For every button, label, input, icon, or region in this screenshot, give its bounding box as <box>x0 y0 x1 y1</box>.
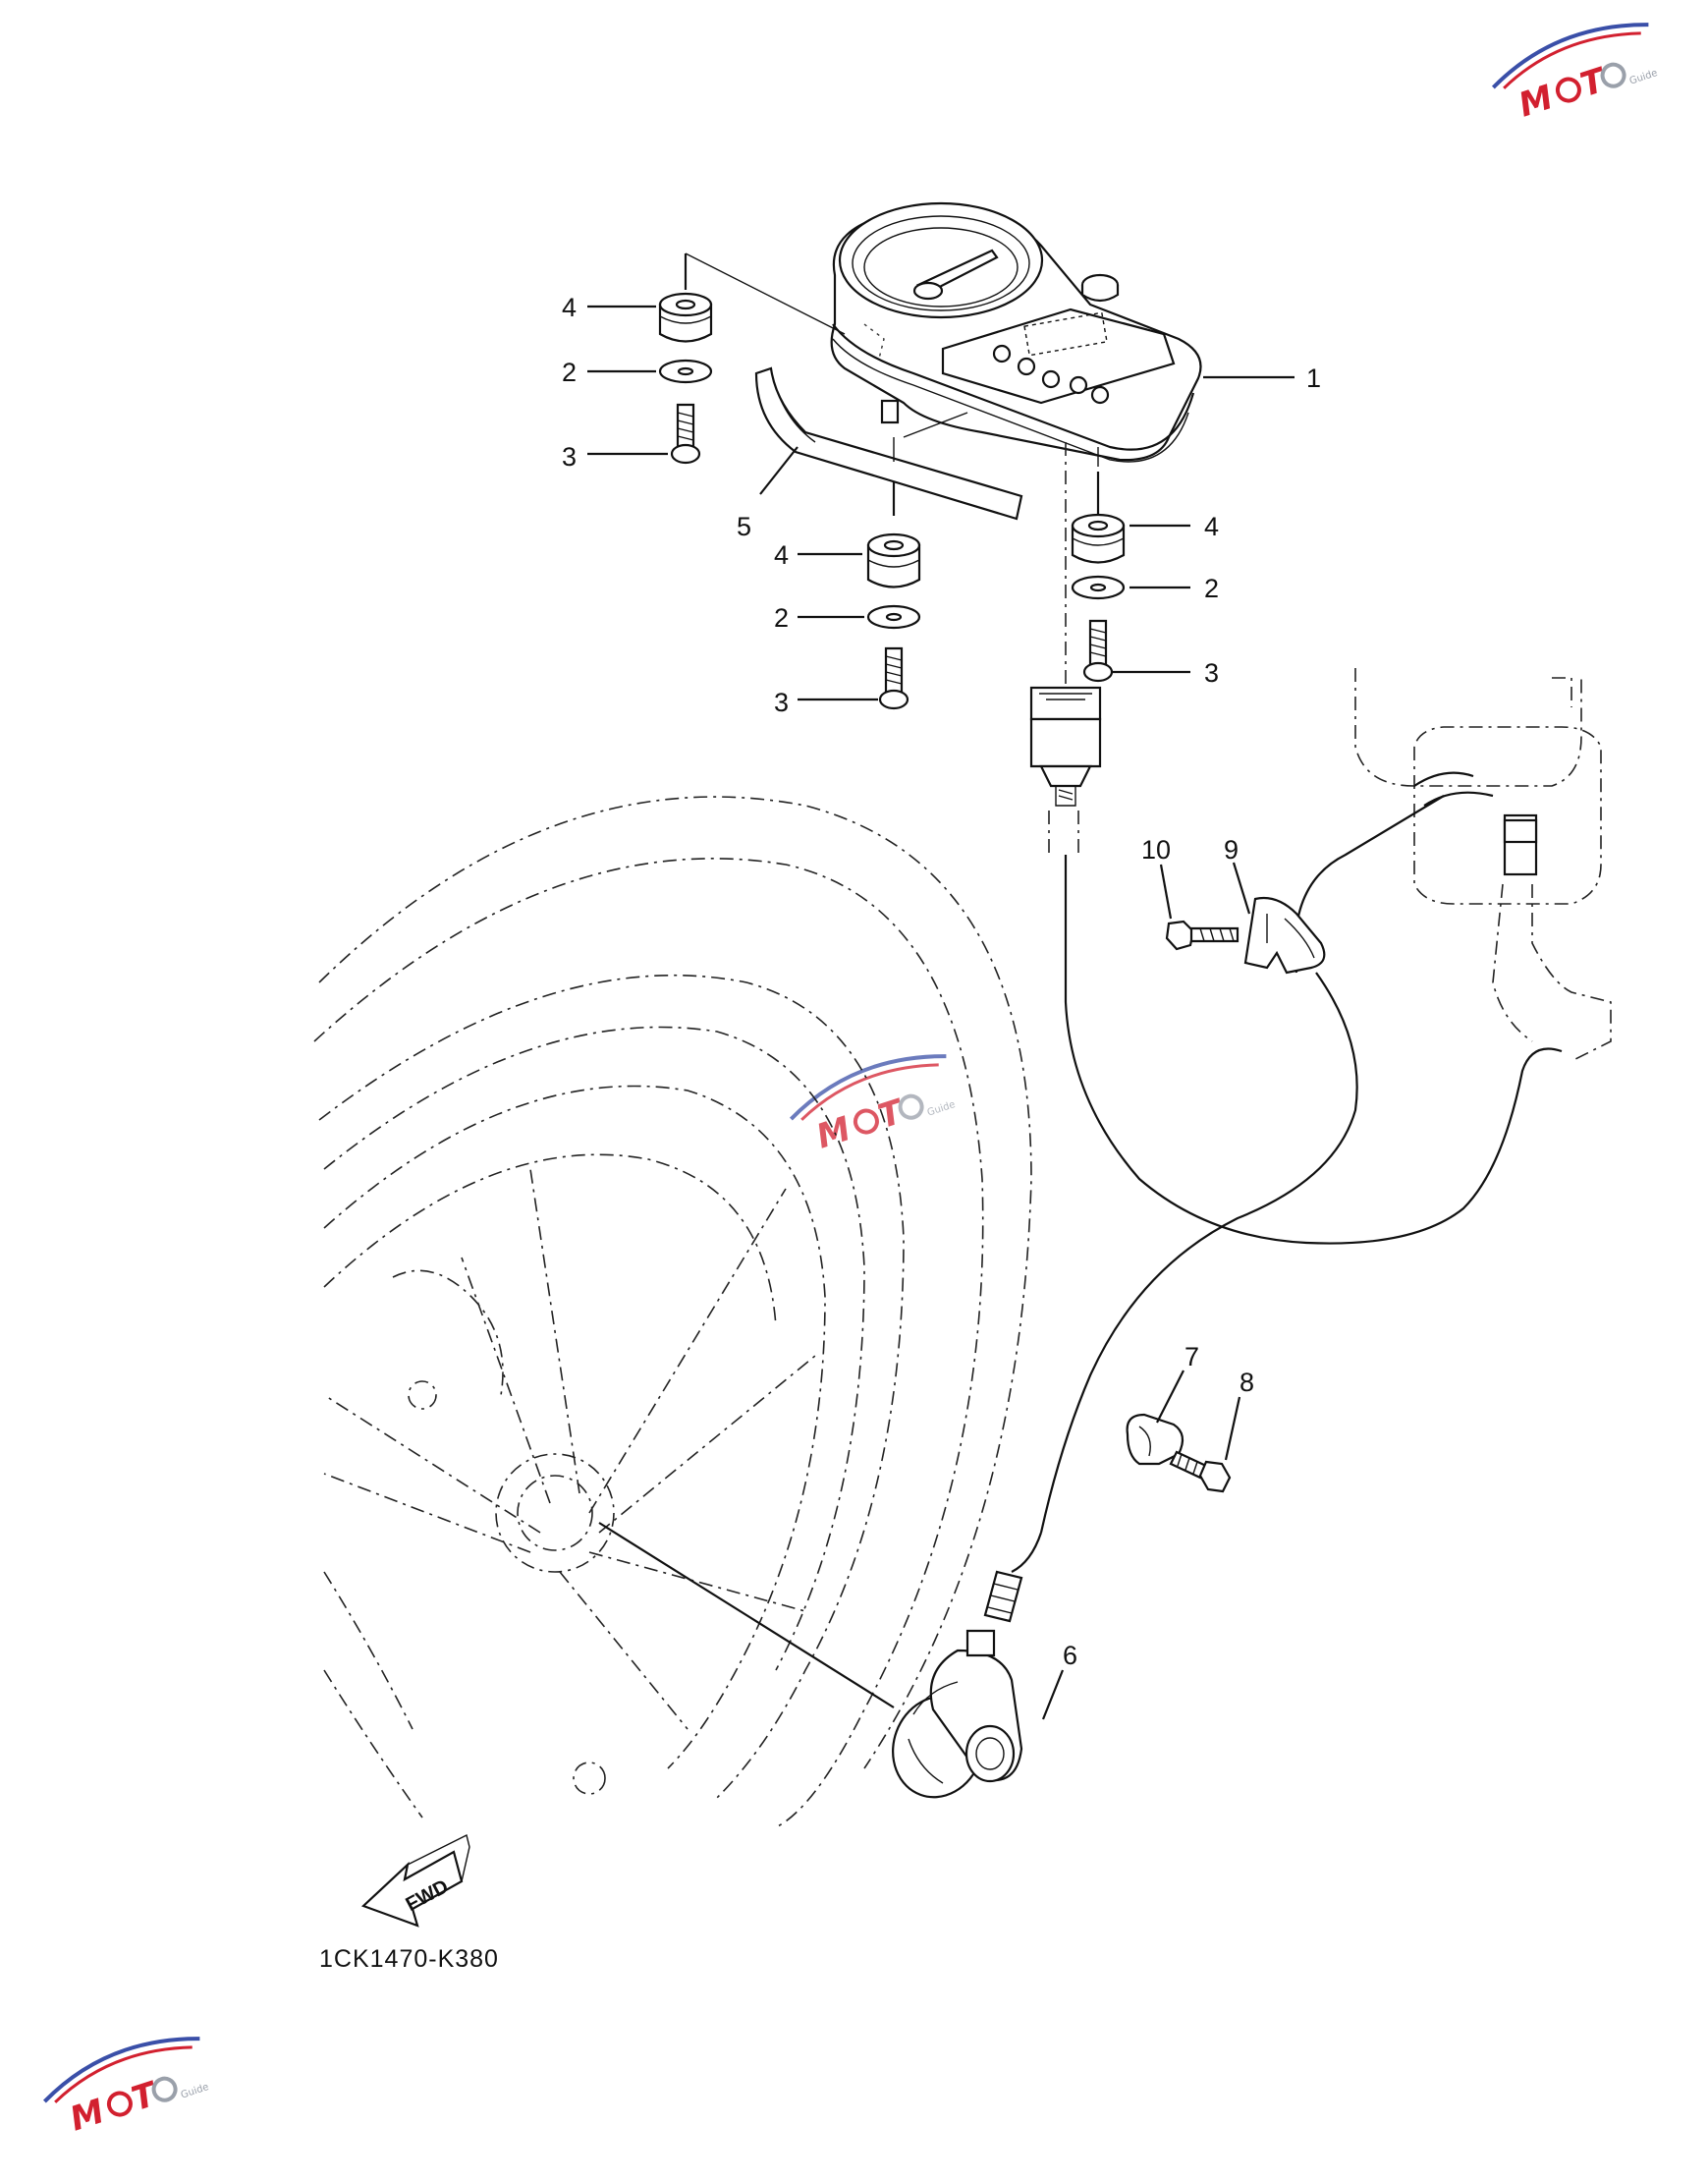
svg-text:M: M <box>1515 78 1559 126</box>
leader-lines <box>587 305 1295 1720</box>
handlebar-switch-outline <box>1354 668 1612 1062</box>
meter-assembly <box>830 201 1202 463</box>
mount-set-center <box>866 532 921 710</box>
callout-3-left-top: 3 <box>562 442 577 472</box>
callout-7: 7 <box>1185 1342 1199 1371</box>
callout-9: 9 <box>1224 835 1239 865</box>
mount-set-left-top <box>658 292 713 465</box>
callout-8: 8 <box>1240 1368 1254 1397</box>
watermark-logo-bottom: M T Guide <box>42 2037 210 2140</box>
svg-text:M: M <box>812 1109 856 1157</box>
svg-text:Guide: Guide <box>1628 68 1659 87</box>
sensor-6 <box>892 1629 1023 1799</box>
bolt-10 <box>1165 920 1240 951</box>
clamp-9 <box>1243 896 1326 975</box>
callout-4-right: 4 <box>1204 512 1219 541</box>
callout-6: 6 <box>1063 1641 1077 1670</box>
callout-2-right: 2 <box>1204 574 1219 603</box>
mount-set-right <box>1071 513 1126 683</box>
bolt-8 <box>1169 1450 1232 1493</box>
callout-2-left-top: 2 <box>562 358 577 387</box>
callout-10: 10 <box>1141 835 1171 865</box>
callout-2-center: 2 <box>774 603 789 633</box>
front-wheel-outline <box>313 796 1032 1828</box>
callout-4-left-top: 4 <box>562 293 577 322</box>
fwd-arrow: FWD <box>360 1833 470 1928</box>
callout-4-center: 4 <box>774 540 789 570</box>
callout-1: 1 <box>1306 364 1321 393</box>
callout-labels: 1 4 2 3 5 4 2 3 4 2 3 10 9 7 8 6 <box>562 293 1321 1670</box>
clip-7 <box>1126 1413 1185 1466</box>
callout-3-center: 3 <box>774 688 789 717</box>
callout-3-right: 3 <box>1204 658 1219 688</box>
watermark-logo-middle: M T Guide <box>789 1054 957 1157</box>
assembly-guide-lines <box>684 252 1100 688</box>
sensor-cable <box>983 686 1563 1623</box>
part-5-strip <box>754 366 1023 521</box>
sensor-axis-guide <box>598 1522 895 1708</box>
svg-text:Guide: Guide <box>180 2082 210 2101</box>
svg-text:M: M <box>66 2092 110 2140</box>
watermark-logo-top: M T Guide <box>1491 23 1659 126</box>
callout-5: 5 <box>737 512 751 541</box>
drawing-code: 1CK1470-K380 <box>319 1945 499 1973</box>
svg-text:Guide: Guide <box>926 1099 957 1119</box>
